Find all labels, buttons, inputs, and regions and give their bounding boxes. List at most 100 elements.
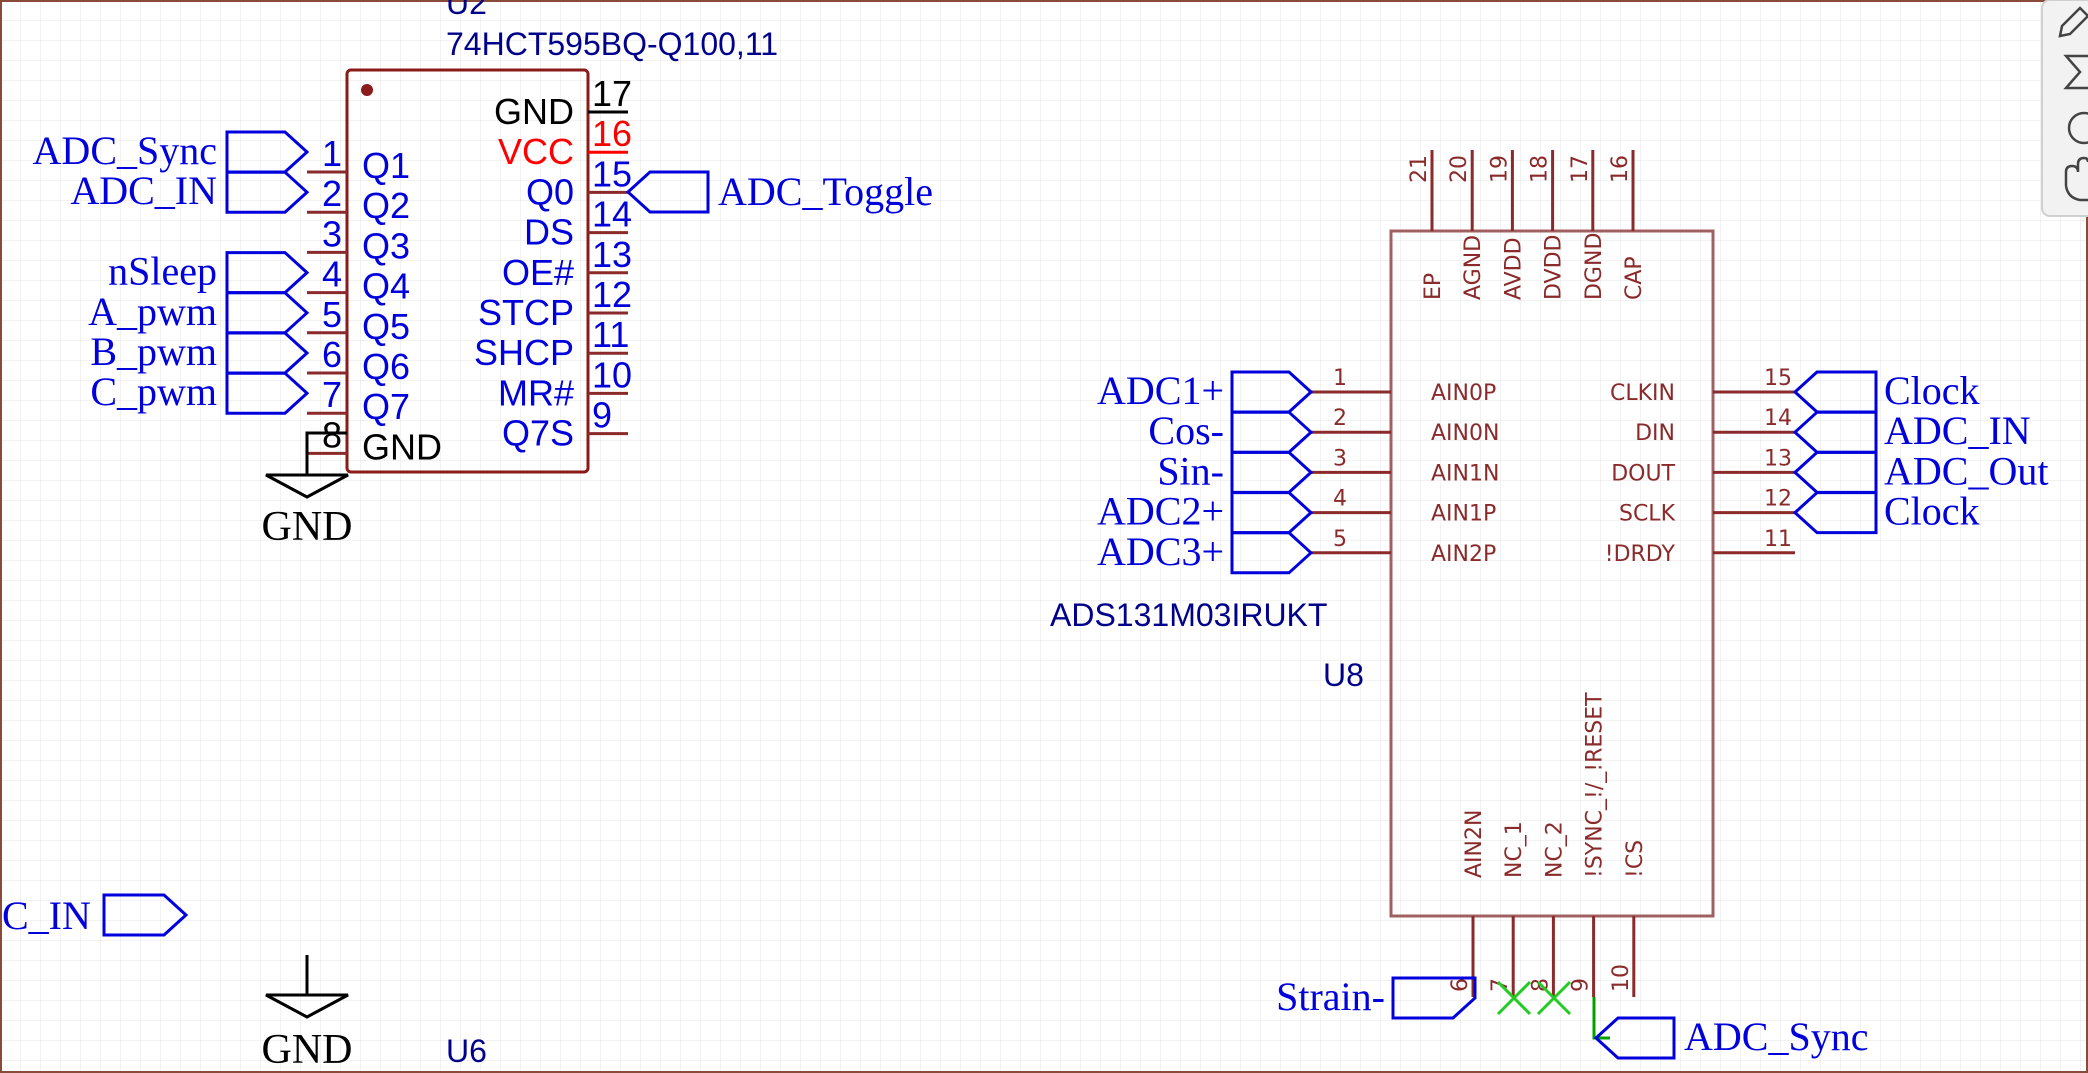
u8-pin-10-name: !CS: [1623, 840, 1648, 878]
u2-pin-6-number: 6: [322, 334, 342, 375]
u8-ref: U8: [1323, 657, 1364, 693]
net-label-adc-sync[interactable]: ADC_Sync: [33, 128, 217, 173]
u8-pin-9-number: 9: [1569, 978, 1594, 992]
u2-pin-12-number: 12: [592, 274, 632, 315]
flag-adc-out: [1792, 450, 1878, 494]
u8-pin-9-name: !SYNC_!/_!RESET: [1583, 692, 1608, 878]
net-label-adc-in[interactable]: ADC_IN: [70, 168, 217, 213]
flag-adc3: [1230, 531, 1314, 575]
u2-pin-8-number: 8: [322, 414, 342, 455]
u8-pin-12-number: 12: [1764, 487, 1792, 512]
net-label-adc-sync-bottom[interactable]: ADC_Sync: [1684, 1014, 1868, 1059]
u2-pin-3-number: 3: [322, 213, 342, 254]
flag-a-pwm: [225, 291, 310, 335]
net-label-clock[interactable]: Clock: [1884, 489, 1980, 534]
u8-pin-5-number: 5: [1333, 527, 1347, 552]
u2-pin-5-number: 5: [322, 294, 342, 335]
flag-adc-in: [225, 170, 310, 214]
u8-pin-11-name: !DRDY: [1605, 542, 1676, 567]
u2-pin-6-name: Q6: [362, 346, 410, 387]
u2-pin-15-number: 15: [592, 153, 632, 194]
pin1-marker: [361, 84, 373, 96]
net-label-a-pwm[interactable]: A_pwm: [88, 289, 217, 334]
u2-pin-13-number: 13: [592, 234, 632, 275]
u8-pin-1-name: AIN0P: [1431, 381, 1496, 406]
u2-pin-7-name: Q7: [362, 386, 410, 427]
u2-pin-1-number: 1: [322, 133, 342, 174]
net-label-adc2[interactable]: ADC2+: [1097, 489, 1224, 534]
u8-pin-8-name: NC_2: [1542, 821, 1567, 878]
u8-pin-16-number: 16: [1608, 155, 1633, 183]
net-label-adc-in[interactable]: ADC_IN: [1884, 408, 2031, 453]
u8-pin-19-number: 19: [1487, 155, 1512, 183]
net-label-b-pwm[interactable]: B_pwm: [90, 329, 217, 374]
pencil-icon[interactable]: [2058, 6, 2088, 38]
u8-pin-6-name: AIN2N: [1462, 810, 1487, 878]
net-label-adc3[interactable]: ADC3+: [1097, 529, 1224, 574]
flag-clock: [1792, 370, 1878, 414]
u2-pin-2-name: Q2: [362, 185, 410, 226]
u2-pin-9-number: 9: [592, 395, 612, 436]
u8-pin-13-name: DOUT: [1611, 461, 1675, 486]
u8-pin-4-name: AIN1P: [1431, 502, 1496, 527]
u2-pin-4-name: Q4: [362, 266, 410, 307]
u2-pin-17-number: 17: [592, 73, 632, 114]
u8-pin-1-number: 1: [1333, 366, 1347, 391]
u8-pin-21-number: 21: [1407, 155, 1432, 183]
u2-pin-15-name: Q0: [526, 171, 574, 212]
flag-adc-sync: [225, 130, 310, 174]
gnd2-symbol: [265, 993, 349, 1019]
u2-pin-13-name: OE#: [502, 252, 574, 293]
u8-pin-3-name: AIN1N: [1431, 461, 1499, 486]
net-label-clock[interactable]: Clock: [1884, 368, 1980, 413]
net-label-adc-out[interactable]: ADC_Out: [1884, 448, 2048, 493]
net-label-sin[interactable]: Sin-: [1157, 448, 1224, 493]
flag-adc-in: [1792, 410, 1878, 454]
u2-pin-3-name: Q3: [362, 225, 410, 266]
u2-pin-11-number: 11: [592, 314, 629, 355]
u8-pin-5-name: AIN2P: [1431, 542, 1496, 567]
u8-pin-19-name: AVDD: [1501, 237, 1526, 300]
u8-pin-7-name: NC_1: [1502, 821, 1527, 878]
circle-icon[interactable]: [2067, 111, 2088, 145]
u2-ref: U2: [446, 0, 487, 21]
net-label-adc1[interactable]: ADC1+: [1097, 368, 1224, 413]
net-label-adc-toggle[interactable]: ADC_Toggle: [718, 169, 933, 214]
u8-pin-21-name: EP: [1421, 273, 1446, 300]
flag-adc2: [1230, 491, 1314, 535]
net-label-c-in[interactable]: C_IN: [2, 893, 91, 938]
u8-pin-11-number: 11: [1764, 527, 1792, 552]
u8-pin-2-name: AIN0N: [1431, 421, 1499, 446]
u2-body: [345, 68, 590, 474]
flag-b-pwm: [225, 331, 310, 375]
u8-pin-20-name: AGND: [1461, 235, 1486, 300]
net-label-c-pwm[interactable]: C_pwm: [90, 369, 217, 414]
u2-pin-16-number: 16: [592, 113, 632, 154]
u2-pin-12-name: STCP: [478, 292, 574, 333]
gnd-symbol: [265, 473, 349, 499]
u8-pin-17-number: 17: [1568, 155, 1593, 183]
u2-pin-16-name: VCC: [498, 131, 574, 172]
u8-pin-18-name: DVDD: [1542, 235, 1567, 300]
gnd2-label: GND: [262, 1027, 353, 1073]
u2-pin-11-name: SHCP: [474, 332, 574, 373]
u2-pin-4-number: 4: [322, 254, 342, 295]
net-label-nsleep[interactable]: nSleep: [108, 249, 217, 294]
u2-pin-2-number: 2: [322, 173, 342, 214]
u8-pin-15-name: CLKIN: [1610, 381, 1675, 406]
adc-toggle-flag: [625, 170, 710, 214]
u2-pin-7-number: 7: [322, 374, 342, 415]
sigma-icon[interactable]: [2063, 54, 2088, 90]
u8-pin-3-number: 3: [1333, 446, 1347, 471]
no-connect-markers: [1496, 980, 1572, 1016]
net-label-cos[interactable]: Cos-: [1148, 408, 1224, 453]
net-label-strain-minus[interactable]: Strain-: [1276, 974, 1385, 1019]
hand-icon[interactable]: [2064, 156, 2088, 202]
